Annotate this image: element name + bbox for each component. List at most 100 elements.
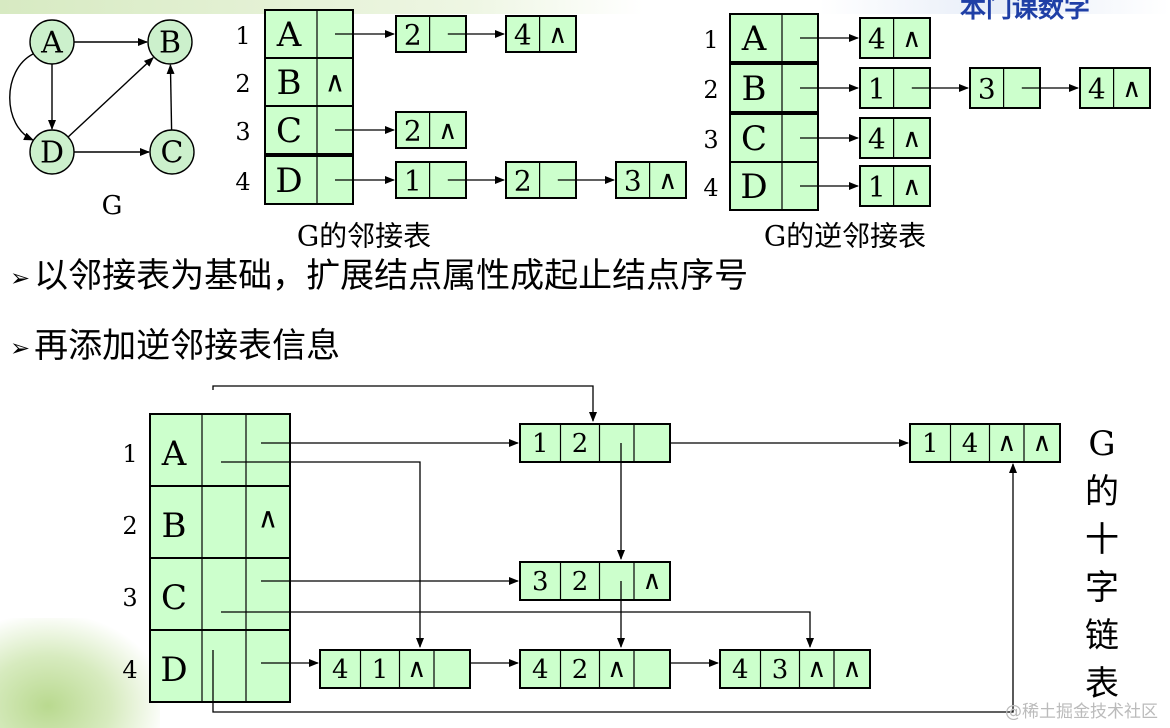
arc-node-box [859, 165, 931, 207]
head-vertex: D [160, 650, 187, 690]
bullet-1: ➢以邻接表为基础，扩展结点属性成起止结点序号 [10, 248, 748, 297]
null-pointer-symbol: ∧ [258, 502, 279, 535]
graph-node-label: A [40, 26, 63, 61]
row-index: 4 [122, 656, 137, 684]
head-vertex: B [162, 506, 187, 546]
cross-arc-box [519, 561, 671, 601]
cross-arc-box [319, 649, 471, 689]
graph-edge-d-to-a [9, 53, 34, 141]
arc-node-index: 2 [404, 115, 422, 148]
arc-node-index: 4 [514, 19, 532, 52]
list-caption: G的逆邻接表 [764, 220, 926, 253]
row-index: 2 [235, 70, 250, 98]
arc-head-vertex: 2 [572, 655, 589, 685]
watermark: @稀土掘金技术社区 [1005, 702, 1158, 722]
arc-node: 4∧ [859, 17, 931, 59]
null-pointer-symbol: ∧ [807, 654, 826, 684]
row-index: 3 [703, 126, 718, 154]
arc-node-box [859, 117, 931, 159]
arc-node-index: 3 [624, 165, 642, 198]
null-pointer-symbol: ∧ [642, 566, 661, 596]
caption-char: 表 [1085, 664, 1119, 704]
flower-decoration [0, 618, 160, 728]
head-vertex: C [276, 111, 302, 151]
cross-pointer [221, 611, 814, 648]
head-vertex: B [277, 63, 302, 103]
arc-head-vertex: 3 [772, 655, 789, 685]
graph-node [29, 19, 75, 65]
arc-node-index: 1 [404, 165, 422, 198]
list-caption: G的邻接表 [297, 220, 431, 253]
arc-node: 4∧ [859, 117, 931, 159]
arc-head-vertex: 1 [372, 655, 389, 685]
graph-node [29, 129, 75, 175]
arc-node: 3∧ [615, 161, 687, 199]
head-vertex: C [161, 578, 187, 618]
arc-tail-vertex: 1 [532, 429, 549, 459]
row-index: 4 [235, 168, 250, 196]
graph-node [147, 19, 193, 65]
null-pointer-symbol: ∧ [407, 654, 426, 684]
arc-node-index: 4 [868, 123, 886, 156]
graph-node-label: B [159, 26, 181, 61]
arc-node: 1 [395, 161, 467, 199]
bullet-arrow-icon: ➢ [10, 263, 31, 292]
arc-node: 2 [395, 15, 467, 53]
cross-head-cell [149, 557, 291, 631]
orthogonal-list-caption: G 的 十 字 链 表 [1082, 420, 1122, 708]
arc-node-box [395, 15, 467, 53]
cross-pointer [221, 461, 424, 648]
header-title-fragment: 本门课数字 [960, 0, 1091, 24]
arc-node-index: 2 [514, 165, 532, 198]
null-pointer-symbol: ∧ [325, 66, 346, 99]
null-pointer-symbol: ∧ [438, 116, 457, 146]
cross-arc-box [719, 649, 871, 689]
null-pointer-symbol: ∧ [658, 166, 677, 196]
row-index: 2 [122, 512, 137, 540]
caption-char: G [1088, 424, 1116, 464]
head-vertex: A [741, 19, 767, 59]
arc-node: 4∧ [505, 15, 577, 53]
cross-head-cell [149, 413, 291, 487]
null-pointer-symbol: ∧ [548, 20, 567, 50]
arc-head-vertex: 4 [962, 429, 979, 459]
arc-node: 1 [859, 67, 931, 109]
row-index: 4 [703, 174, 718, 202]
row-index: 1 [703, 26, 718, 54]
caption-char: 字 [1085, 568, 1119, 608]
row-index: 3 [122, 584, 137, 612]
null-pointer-symbol: ∧ [1122, 74, 1141, 104]
graph-node-label: D [40, 136, 64, 171]
head-cell [264, 57, 354, 107]
bullet-2: ➢再添加逆邻接表信息 [10, 318, 340, 367]
arc-node-box [1079, 67, 1151, 109]
row-index: 1 [122, 440, 137, 468]
arc-node-index: 3 [978, 73, 996, 106]
bullet-1-text: 以邻接表为基础，扩展结点属性成起止结点序号 [34, 256, 749, 296]
arc-head-vertex: 2 [572, 567, 589, 597]
arc-node-index: 1 [868, 171, 886, 204]
cross-head-cell [149, 629, 291, 703]
cross-arc-box [909, 423, 1061, 463]
head-vertex: D [740, 167, 767, 207]
cross-pointer [212, 385, 597, 422]
arc-tail-vertex: 4 [532, 655, 549, 685]
head-vertex: B [742, 69, 767, 109]
arc-node-index: 4 [1088, 73, 1106, 106]
arc-head-vertex: 2 [572, 429, 589, 459]
